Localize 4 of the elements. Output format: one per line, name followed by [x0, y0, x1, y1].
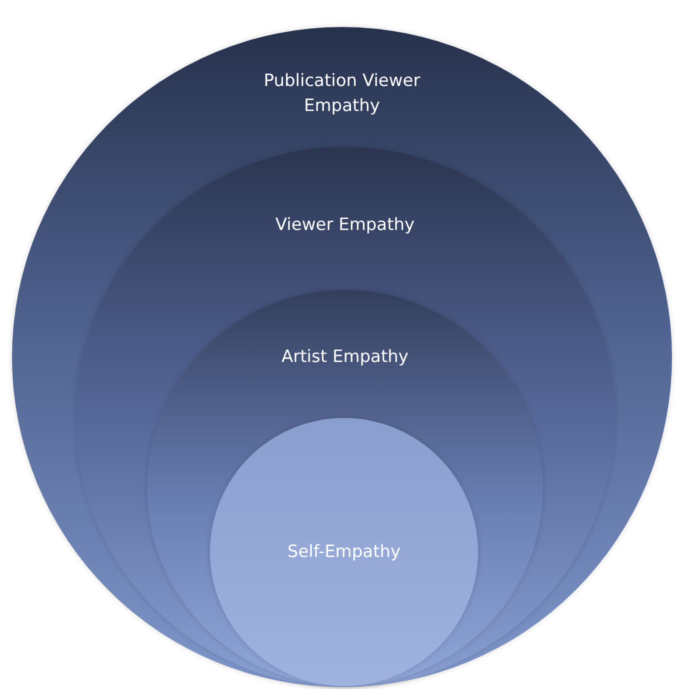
region-label: Publication Viewer Empathy — [262, 70, 422, 118]
region-label: Viewer Empathy — [274, 214, 416, 237]
region-label: Self-Empathy — [286, 541, 402, 564]
region-label: Artist Empathy — [280, 346, 410, 369]
